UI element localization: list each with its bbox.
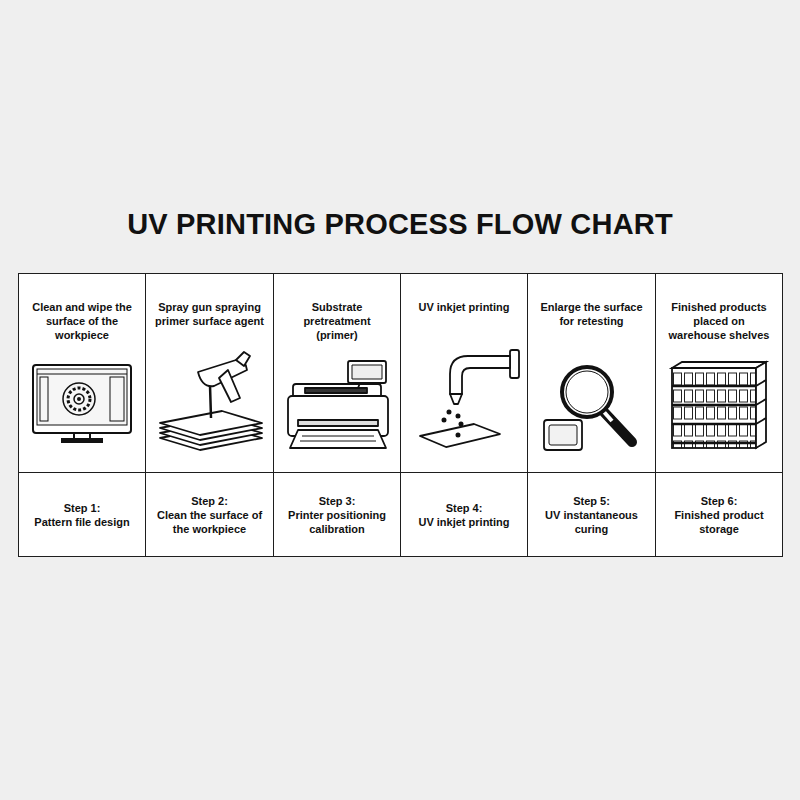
step-number: Step 6: <box>663 494 774 508</box>
process-picture-cell: Enlarge the surface for retesting <box>527 273 656 473</box>
step-cell: Step 4:UV inkjet printing <box>400 472 528 557</box>
printer-icon-part <box>358 383 360 388</box>
magnifier-icon-part <box>566 371 608 413</box>
process-picture-cell: Clean and wipe the surface of the workpi… <box>18 273 146 473</box>
step-number: Step 3: <box>281 494 392 508</box>
inkjet-nozzle-icon-part <box>420 424 500 447</box>
step-cell: Step 2:Clean the surface of the workpiec… <box>145 472 274 557</box>
warehouse-shelf-icon-part <box>756 418 766 424</box>
step-name: Pattern file design <box>26 515 137 529</box>
printer-icon-part <box>300 441 376 442</box>
process-picture-cell: UV inkjet printing <box>400 273 528 473</box>
warehouse-shelf-icon-part <box>672 404 756 407</box>
magnifier-icon-part <box>604 412 632 442</box>
inkjet-nozzle-icon-part <box>450 356 510 394</box>
process-picture-cell: Substrate pretreatment (primer) <box>273 273 401 473</box>
step-name: UV inkjet printing <box>408 515 519 529</box>
cell-heading: Finished products placed on warehouse sh… <box>663 300 774 342</box>
warehouse-shelf-icon-part <box>672 423 756 426</box>
spray-gun-icon-part <box>236 352 250 366</box>
cell-heading: UV inkjet printing <box>408 300 519 314</box>
step-name: Finished product storage <box>663 508 774 536</box>
inkjet-nozzle-icon-part <box>450 394 462 404</box>
inkjet-nozzle-icon-part <box>442 418 445 421</box>
monitor-icon-part <box>68 388 90 410</box>
step-cell: Step 3:Printer positioning calibration <box>273 472 401 557</box>
warehouse-shelf-icon-part <box>672 385 756 388</box>
inkjet-nozzle-icon-part <box>510 350 519 378</box>
cell-heading: Spray gun spraying primer surface agent <box>154 300 265 328</box>
monitor-icon-part <box>37 369 127 425</box>
printer-icon-part <box>348 361 386 383</box>
monitor-icon <box>33 365 131 442</box>
printer-icon-part <box>290 430 386 448</box>
step-cell: Step 6:Finished product storage <box>655 472 783 557</box>
step-number: Step 2: <box>154 494 265 508</box>
chart-title: UV PRINTING PROCESS FLOW CHART <box>0 208 800 241</box>
spray-gun-icon-part <box>219 370 240 402</box>
warehouse-shelf-icon-part <box>756 380 766 386</box>
inkjet-nozzle-icon-part <box>447 410 450 413</box>
magnifier-icon <box>544 367 632 450</box>
table-ground <box>18 273 782 557</box>
cell-heading: Enlarge the surface for retesting <box>536 300 647 328</box>
warehouse-shelf-icon <box>672 362 766 448</box>
magnifier-icon-part <box>562 367 612 417</box>
inkjet-nozzle-icon-part <box>456 414 459 417</box>
monitor-icon-part <box>63 383 95 415</box>
magnifier-icon-part <box>604 412 612 421</box>
process-picture-cell: Finished products placed on warehouse sh… <box>655 273 783 473</box>
warehouse-shelf-icon-part <box>672 368 756 448</box>
inkjet-nozzle-icon-part <box>456 433 459 436</box>
printer-icon-part <box>305 388 367 393</box>
step-number: Step 5: <box>536 494 647 508</box>
spray-gun-icon <box>160 352 262 450</box>
spray-gun-icon-part <box>210 385 211 418</box>
monitor-icon-part <box>40 377 48 421</box>
printer-icon-part <box>302 436 374 437</box>
step-number: Step 4: <box>408 501 519 515</box>
warehouse-shelf-icon-part <box>756 362 766 448</box>
inkjet-nozzle-icon <box>420 350 519 447</box>
step-name: Clean the surface of the workpiece <box>154 508 265 536</box>
printer-icon-part <box>298 420 378 426</box>
warehouse-shelf-icon-part <box>756 399 766 405</box>
cell-heading: Substrate pretreatment (primer) <box>281 300 392 342</box>
magnifier-icon-part <box>544 420 582 450</box>
monitor-icon-part <box>62 439 102 442</box>
monitor-icon-part <box>74 394 84 404</box>
inkjet-nozzle-icon-part <box>459 422 462 425</box>
monitor-icon-part <box>77 397 81 401</box>
step-cell: Step 5:UV instantaneous curing <box>527 472 656 557</box>
monitor-icon-part <box>37 374 127 375</box>
process-picture-cell: Spray gun spraying primer surface agent <box>145 273 274 473</box>
step-cell: Step 1:Pattern file design <box>18 472 146 557</box>
printer-icon-part <box>352 365 382 379</box>
monitor-icon-part <box>110 377 124 421</box>
step-number: Step 1: <box>26 501 137 515</box>
step-name: UV instantaneous curing <box>536 508 647 536</box>
warehouse-shelf-icon-part <box>672 442 756 445</box>
monitor-icon-part <box>33 365 131 433</box>
step-name: Printer positioning calibration <box>281 508 392 536</box>
magnifier-icon-part <box>549 425 577 445</box>
cell-heading: Clean and wipe the surface of the workpi… <box>26 300 137 342</box>
printer-icon <box>288 361 388 448</box>
